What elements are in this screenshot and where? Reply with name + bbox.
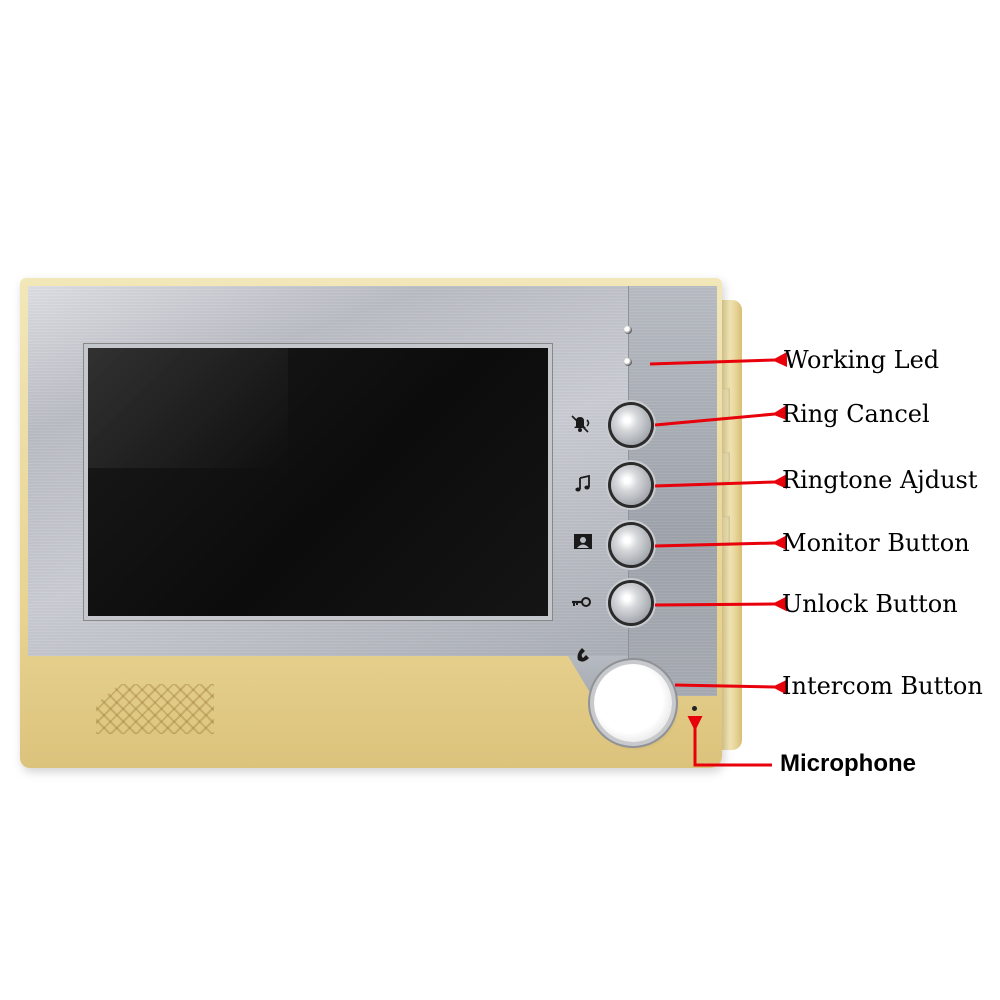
monitor-button[interactable] [611,525,651,565]
label-intercom-button: Intercom Button [782,672,983,700]
arrow-microphone [687,716,772,767]
phone-handset-icon [577,648,589,662]
side-key [722,388,730,418]
side-key [722,452,730,482]
label-ring-cancel: Ring Cancel [782,400,930,428]
side-key [722,516,730,546]
arrow-unlock-button [654,596,788,612]
label-ringtone-adjust: Ringtone Ajdust [782,466,978,494]
unlock-button[interactable] [611,583,651,623]
ring-cancel-button[interactable] [611,405,651,445]
indicator-led [624,326,632,334]
arrow-monitor-button [654,535,788,551]
microphone-hole [692,706,697,711]
arrow-ring-cancel [654,405,788,427]
arrow-working-led [649,352,788,368]
ringtone-adjust-button[interactable] [611,465,651,505]
working-led [624,358,632,366]
label-monitor-button: Monitor Button [782,529,970,557]
key-icon [572,597,591,607]
music-note-icon [575,474,590,492]
label-microphone: Microphone [780,750,916,777]
label-working-led: Working Led [784,346,940,374]
speaker-grille [96,684,214,734]
arrow-intercom-button [674,679,788,695]
person-monitor-icon [574,534,592,549]
lcd-screen [84,344,552,620]
bell-mute-icon [571,415,590,433]
arrow-ringtone-adjust [654,474,788,490]
label-unlock-button: Unlock Button [782,590,958,618]
intercom-button[interactable] [594,664,672,742]
